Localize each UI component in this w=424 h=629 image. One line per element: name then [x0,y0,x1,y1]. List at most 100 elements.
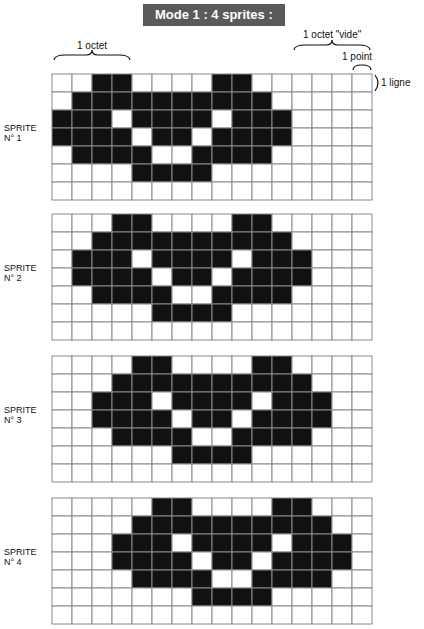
pixel-off [252,464,272,482]
pixel-off [172,464,192,482]
pixel-off [112,606,132,624]
pixel-off [132,128,152,146]
pixel-off [192,356,212,374]
pixel-on [152,570,172,588]
pixel-off [252,164,272,182]
pixel-on [152,128,172,146]
pixel-grids [52,74,372,624]
pixel-on [132,356,152,374]
pixel-off [172,356,192,374]
pixel-on [132,214,152,232]
pixel-off [52,392,72,410]
pixel-off [212,268,232,286]
pixel-off [72,606,92,624]
pixel-off [312,146,332,164]
pixel-off [152,146,172,164]
pixel-off [132,304,152,322]
pixel-off [252,552,272,570]
pixel-on [292,250,312,268]
pixel-off [332,588,352,606]
pixel-on [132,164,152,182]
pixel-off [52,268,72,286]
pixel-off [232,498,252,516]
pixel-on [152,428,172,446]
pixel-on [292,268,312,286]
pixel-on [212,146,232,164]
pixel-off [292,214,312,232]
pixel-off [52,552,72,570]
pixel-on [272,374,292,392]
pixel-off [52,250,72,268]
pixel-on [212,588,232,606]
pixel-on [292,534,312,552]
pixel-off [332,92,352,110]
pixel-on [152,92,172,110]
pixel-off [352,128,372,146]
pixel-off [52,286,72,304]
pixel-on [252,92,272,110]
pixel-on [152,498,172,516]
pixel-off [112,110,132,128]
pixel-off [332,250,352,268]
pixel-off [272,322,292,340]
pixel-on [112,428,132,446]
pixel-on [192,110,212,128]
pixel-on [92,232,112,250]
pixel-off [312,214,332,232]
pixel-off [192,214,212,232]
pixel-on [212,446,232,464]
pixel-on [192,588,212,606]
pixel-off [272,164,292,182]
pixel-off [232,356,252,374]
pixel-on [212,392,232,410]
pixel-off [52,214,72,232]
pixel-off [312,74,332,92]
pixel-off [152,214,172,232]
pixel-on [172,552,192,570]
pixel-off [312,498,332,516]
pixel-on [112,374,132,392]
pixel-on [152,356,172,374]
pixel-on [212,374,232,392]
pixel-on [292,498,312,516]
pixel-on [152,164,172,182]
pixel-on [332,534,352,552]
pixel-on [132,110,152,128]
pixel-on [272,516,292,534]
pixel-off [72,446,92,464]
pixel-off [72,232,92,250]
pixel-on [252,128,272,146]
pixel-on [132,428,152,446]
pixel-off [212,356,232,374]
pixel-on [172,304,192,322]
pixel-on [132,268,152,286]
pixel-off [332,286,352,304]
pixel-on [272,268,292,286]
pixel-off [152,268,172,286]
pixel-off [212,322,232,340]
pixel-off [352,110,372,128]
pixel-off [352,534,372,552]
pixel-off [292,446,312,464]
pixel-off [352,570,372,588]
pixel-off [52,498,72,516]
byte-label: 1 octet [77,40,107,52]
pixel-off [352,268,372,286]
pixel-off [292,588,312,606]
pixel-off [332,110,352,128]
pixel-on [252,268,272,286]
pixel-off [192,74,212,92]
pixel-off [272,146,292,164]
pixel-on [232,428,252,446]
pixel-off [72,534,92,552]
pixel-off [252,498,272,516]
pixel-off [312,110,332,128]
pixel-off [332,164,352,182]
pixel-off [352,214,372,232]
pixel-off [52,146,72,164]
pixel-on [252,250,272,268]
pixel-off [192,128,212,146]
pixel-on [192,374,212,392]
pixel-off [232,464,252,482]
pixel-on [212,92,232,110]
